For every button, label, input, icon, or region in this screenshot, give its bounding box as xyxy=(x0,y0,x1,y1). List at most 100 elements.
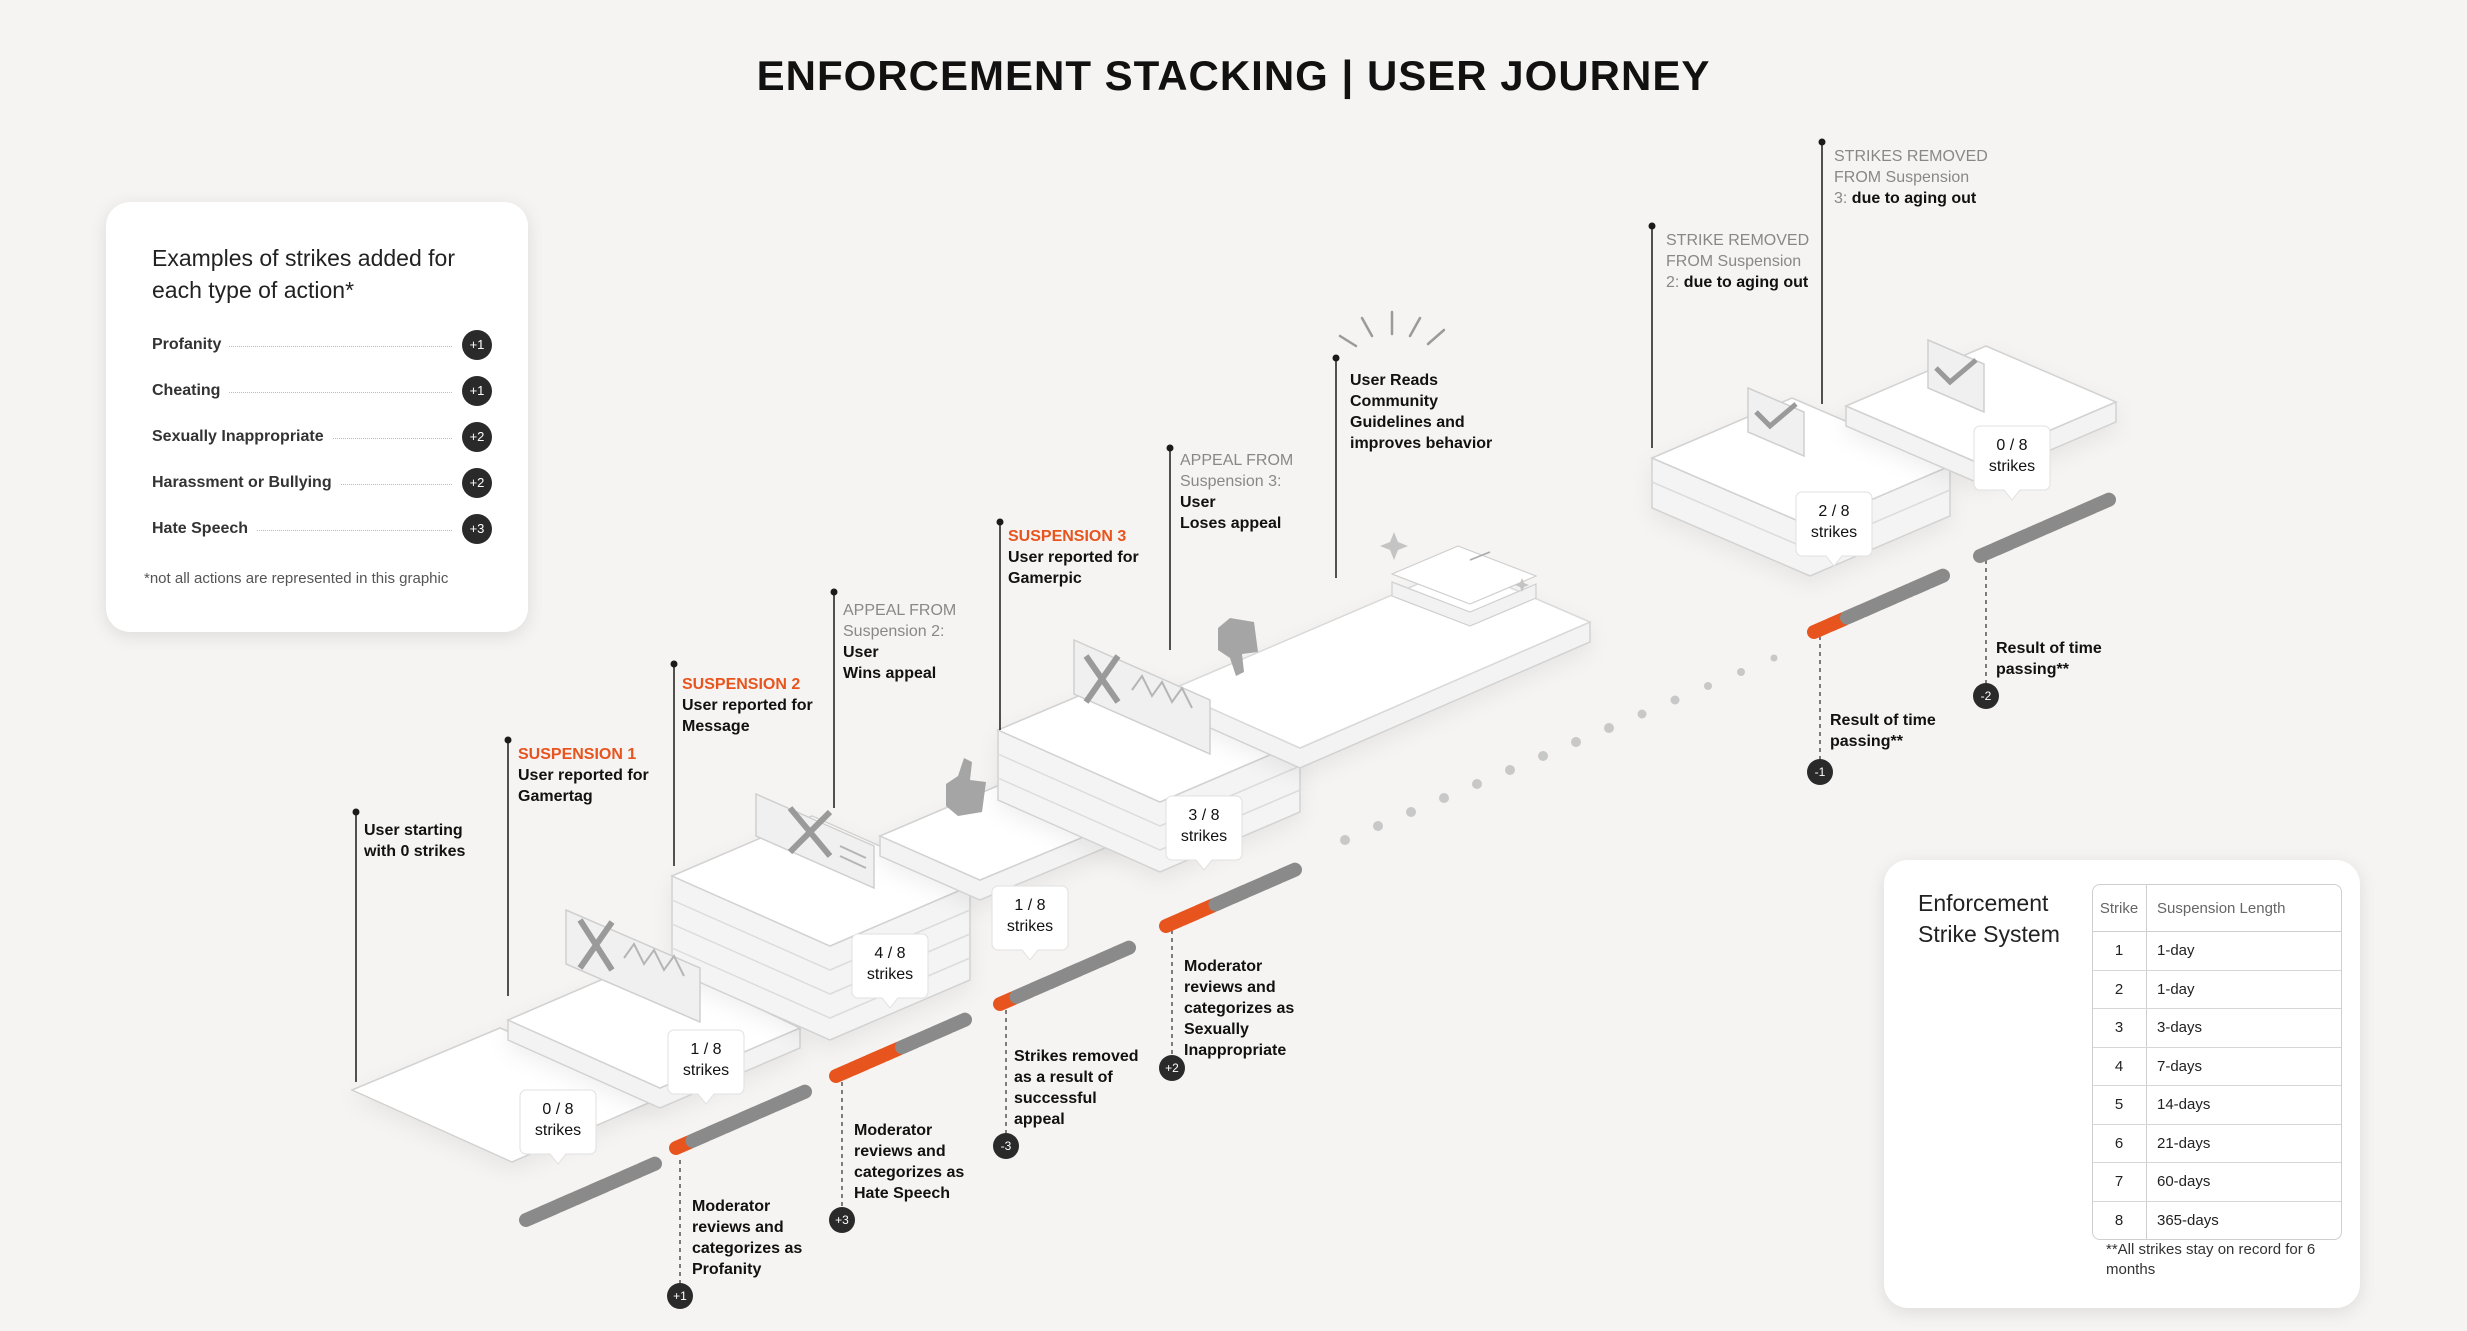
leader-dots xyxy=(152,346,452,347)
x-mark-icon xyxy=(1073,638,1211,756)
step-heading: 3: xyxy=(1834,190,1848,207)
step-text: Message xyxy=(682,718,750,735)
outcome-text: categorizes as xyxy=(1184,1000,1295,1017)
legend-footnote: *not all actions are represented in this… xyxy=(144,570,449,587)
table-cell: 60-days xyxy=(2146,1162,2341,1202)
bubble-label: strikes xyxy=(1181,828,1227,845)
x-mark-icon xyxy=(755,792,875,890)
strike-segment-empty xyxy=(2088,492,2116,513)
outcome-text: categorizes as xyxy=(692,1240,803,1257)
outcome-profanity: Moderator reviews and categorizes as Pro… xyxy=(692,1196,802,1280)
document-stack-icon xyxy=(1390,545,1538,627)
outcome-text: Inappropriate xyxy=(1184,1042,1287,1059)
strike-segment-empty xyxy=(1108,940,1136,961)
step-text: with 0 strikes xyxy=(364,843,466,860)
thumbs-down-icon xyxy=(1218,618,1258,676)
legend-item-label: Cheating xyxy=(152,382,229,400)
badge-circle xyxy=(667,1283,693,1309)
step-heading: FROM Suspension xyxy=(1834,169,1970,186)
bubble-count: 4 / 8 xyxy=(874,945,905,962)
outcome-text: reviews and xyxy=(854,1143,946,1160)
table-cell: 7-days xyxy=(2146,1047,2341,1086)
outcome-appeal-removed: Strikes removed as a result of successfu… xyxy=(1014,1046,1139,1130)
checkmark-icon xyxy=(1747,386,1805,458)
step-appeal-3: APPEAL FROM Suspension 3: User Loses app… xyxy=(1180,450,1293,534)
table-cell: 365-days xyxy=(2157,1211,2219,1229)
strike-system-footnote: **All strikes stay on record for 6 month… xyxy=(2106,1241,2316,1278)
table-header: Strike xyxy=(2093,885,2147,932)
outcome-hate-speech: Moderator reviews and categorizes as Hat… xyxy=(854,1120,964,1204)
bubble-shape xyxy=(851,933,929,1009)
outcome-badge: -2 xyxy=(1973,683,1999,709)
badge-circle xyxy=(1159,1055,1185,1081)
sparkle-icon xyxy=(1338,310,1446,348)
badge-value: -2 xyxy=(1981,689,1992,703)
outcome-text: Strikes removed xyxy=(1014,1048,1139,1065)
outcome-text: appeal xyxy=(1014,1111,1065,1128)
table-cell: 3 xyxy=(2093,1008,2147,1048)
outcome-badge: -3 xyxy=(993,1133,1019,1159)
outcome-stems xyxy=(679,560,1987,1290)
step-text: User reported for xyxy=(1008,549,1139,566)
sparkle-icon xyxy=(1380,532,1529,592)
strike-segment-empty xyxy=(1274,862,1302,883)
outcome-text: Sexually xyxy=(1184,1021,1249,1038)
step-heading: Suspension 3: xyxy=(1180,473,1282,490)
annotation-stems xyxy=(355,142,1823,1082)
step-start: User starting with 0 strikes xyxy=(364,820,465,862)
thumbs-up-icon xyxy=(946,758,986,816)
outcome-text: as a result of xyxy=(1014,1069,1113,1086)
table-cell: 1-day xyxy=(2146,970,2341,1009)
table-cell: 21-days xyxy=(2146,1124,2341,1163)
bubble-shape xyxy=(1973,425,2051,501)
bubble-count: 1 / 8 xyxy=(690,1041,721,1058)
annotation-stem-dots xyxy=(352,138,1826,816)
strike-segment-empty xyxy=(634,1156,662,1177)
step-suspension-2: SUSPENSION 2 User reported for Message xyxy=(682,674,813,737)
journey-dotted-path xyxy=(1340,654,1778,845)
table-cell: 1 xyxy=(2093,931,2147,971)
bubble-label: strikes xyxy=(535,1122,581,1139)
table-cell: 7 xyxy=(2093,1162,2147,1202)
strike-badge: +3 xyxy=(462,514,492,544)
outcome-time-1: Result of time passing** xyxy=(1830,710,1936,752)
step-heading: SUSPENSION 1 xyxy=(518,746,637,763)
step-text: User starting xyxy=(364,822,463,839)
step-text: User Reads xyxy=(1350,372,1439,389)
step-text: Gamerpic xyxy=(1008,570,1082,587)
legend-item-label: Sexually Inappropriate xyxy=(152,428,332,446)
table-cell: 3-days xyxy=(2146,1008,2341,1048)
table-cell: 1-day xyxy=(2146,931,2341,971)
badge-circle xyxy=(829,1207,855,1233)
strike-badge: +2 xyxy=(462,422,492,452)
step-heading: FROM Suspension xyxy=(1666,253,1802,270)
step-text: Loses appeal xyxy=(1180,515,1282,532)
legend-item-profanity: Profanity +1 xyxy=(152,330,492,360)
outcome-text: passing** xyxy=(1830,733,1903,750)
step-appeal-2: APPEAL FROM Suspension 2: User Wins appe… xyxy=(843,600,956,684)
step-text: Community xyxy=(1350,393,1438,410)
table-header: Suspension Length xyxy=(2146,885,2341,932)
step-text: User reported for xyxy=(518,767,649,784)
page-title: ENFORCEMENT STACKING | USER JOURNEY xyxy=(756,52,1711,99)
legend-item-label: Hate Speech xyxy=(152,520,257,538)
step-heading: SUSPENSION 2 xyxy=(682,676,801,693)
step-text: Wins appeal xyxy=(843,665,937,682)
legend-item-hate-speech: Hate Speech +3 xyxy=(152,514,492,544)
leader-dots xyxy=(152,530,452,531)
legend-item-harassment: Harassment or Bullying +2 xyxy=(152,468,492,498)
outcome-text: Moderator xyxy=(854,1122,933,1139)
outcome-text: Profanity xyxy=(692,1261,762,1278)
strike-system-title: Enforcement Strike System xyxy=(1918,890,2060,947)
step-aging-3: STRIKES REMOVED FROM Suspension 3: due t… xyxy=(1834,146,1988,209)
outcome-badge: +3 xyxy=(829,1207,855,1233)
